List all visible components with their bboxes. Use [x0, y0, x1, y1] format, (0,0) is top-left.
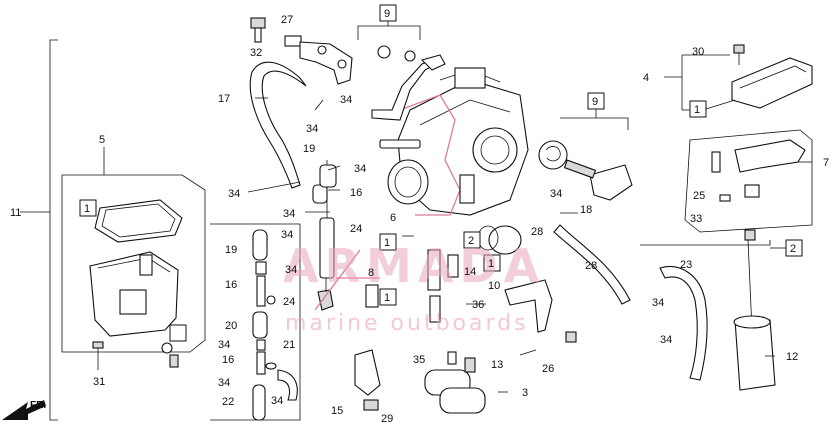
- boxed-callouts: [79, 199, 501, 342]
- callout-1: 1: [488, 258, 494, 270]
- callout-34: 34: [285, 264, 297, 276]
- callout-9: 9: [384, 8, 390, 20]
- callout-3: 3: [522, 387, 528, 399]
- throttle-stop-screw-group: [250, 17, 353, 85]
- callout-5: 5: [99, 134, 105, 146]
- callout-15: 15: [331, 405, 343, 417]
- callout-16: 16: [225, 279, 237, 291]
- callout-17: 17: [218, 93, 230, 105]
- callout-28: 28: [585, 260, 597, 272]
- callout-24: 24: [350, 223, 362, 235]
- callout-34: 34: [281, 229, 293, 241]
- callout-34: 34: [660, 334, 672, 346]
- callout-22: 22: [222, 396, 234, 408]
- callout-33: 33: [690, 213, 702, 225]
- callout-27: 27: [281, 14, 293, 26]
- callout-34: 34: [550, 188, 562, 200]
- callout-34: 34: [652, 297, 664, 309]
- callout-16: 16: [350, 187, 362, 199]
- watermark-brand: ARMADA: [283, 239, 545, 293]
- leader-lines: [20, 76, 812, 393]
- callout-2: 2: [468, 235, 474, 247]
- callout-18: 18: [580, 204, 592, 216]
- throttle-lever-group: [357, 4, 446, 121]
- callout-34: 34: [283, 208, 295, 220]
- throttle-drum-group: [538, 92, 633, 201]
- callout-12: 12: [786, 351, 798, 363]
- callout-34: 34: [218, 377, 230, 389]
- front-direction-label: FR.: [30, 400, 46, 411]
- drain-tube-column: [210, 223, 301, 421]
- callout-10: 10: [488, 280, 500, 292]
- callout-34: 34: [218, 339, 230, 351]
- callout-24: 24: [283, 296, 295, 308]
- carburetor-body: [379, 67, 529, 216]
- callout-25: 25: [693, 190, 705, 202]
- watermark-tagline: marine outboards: [285, 311, 529, 336]
- callout-19: 19: [303, 143, 315, 155]
- callout-34: 34: [340, 94, 352, 106]
- callout-35: 35: [413, 354, 425, 366]
- callout-16: 16: [222, 354, 234, 366]
- callout-34: 34: [228, 188, 240, 200]
- callout-7: 7: [823, 157, 829, 169]
- callout-2: 2: [790, 243, 796, 255]
- float-chamber-group: [61, 147, 206, 370]
- callout-30: 30: [692, 46, 704, 58]
- fuel-tube-17: [249, 61, 328, 204]
- callout-1: 1: [84, 203, 90, 215]
- callout-28: 28: [531, 226, 543, 238]
- callout-11: 11: [10, 207, 21, 219]
- callout-21: 21: [283, 339, 295, 351]
- callout-34: 34: [354, 163, 366, 175]
- front-direction-arrow: FR.: [2, 400, 46, 420]
- callout-29: 29: [381, 413, 393, 425]
- callout-26: 26: [542, 363, 554, 375]
- callout-1: 1: [384, 292, 390, 304]
- top-cover-group: [681, 44, 813, 118]
- callout-23: 23: [680, 259, 692, 271]
- callout-36: 36: [472, 299, 484, 311]
- callout-9: 9: [592, 96, 598, 108]
- callout-6: 6: [390, 212, 396, 224]
- callout-31: 31: [93, 376, 105, 388]
- callout-20: 20: [225, 320, 237, 332]
- callout-32: 32: [250, 47, 262, 59]
- callout-14: 14: [464, 266, 476, 278]
- callout-19: 19: [225, 244, 237, 256]
- callout-1: 1: [694, 104, 700, 116]
- callout-34: 34: [271, 395, 283, 407]
- callout-4: 4: [643, 72, 649, 84]
- assembly-bracket-11: [40, 39, 58, 421]
- callout-13: 13: [491, 359, 503, 371]
- callout-numbers: 1 1 1 1 1 2 2 3 4 5 6 7 8 9 9 10 11 12 1…: [10, 8, 829, 425]
- callout-1: 1: [384, 237, 390, 249]
- callout-34: 34: [306, 123, 318, 135]
- choke-lever-group: [684, 129, 813, 233]
- callout-8: 8: [368, 267, 374, 279]
- cable-and-housing: [553, 224, 803, 391]
- main-jet-column: [305, 160, 380, 311]
- float-and-needle-group: [354, 225, 577, 414]
